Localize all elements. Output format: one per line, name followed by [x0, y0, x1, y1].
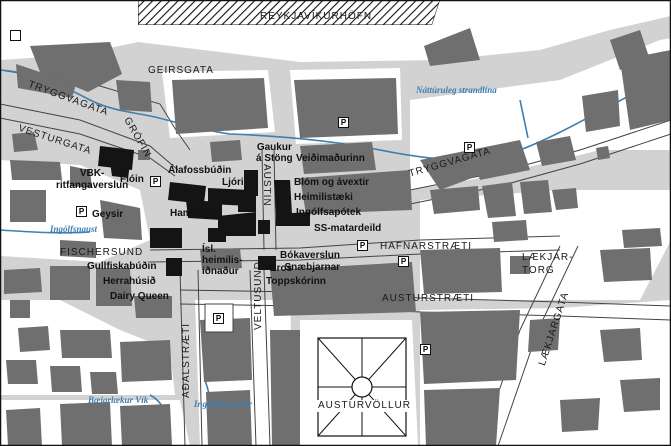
shop-isl-heimilis: Ísl. heimilis- iðnaður: [202, 244, 243, 277]
shop-blom: Blóm og ávextir: [294, 177, 370, 188]
shop-dairy: Dairy Queen: [110, 291, 169, 302]
street-austin: AUSTIN: [261, 164, 272, 207]
parking-marker: P: [213, 313, 224, 324]
street-harbour: REYKJAVÍKURHÖFN: [260, 11, 373, 22]
parking-marker: P: [338, 117, 349, 128]
shop-geysir: Geysir: [92, 209, 124, 220]
street-austurstraeti: AUSTURSTRÆTI: [382, 293, 474, 304]
street-hafnarstraeti: HAFNARSTRÆTI: [380, 241, 472, 252]
shop-ss: SS-matardeild: [314, 223, 382, 234]
shop-toppskorinn: Toppskórinn: [266, 276, 326, 287]
shop-gaukur: Gaukur á Stöng: [256, 142, 293, 164]
austurvollur-square: [317, 337, 407, 437]
shop-vbk: VBK- ritfangaverslun: [56, 168, 129, 191]
shop-bokaverslun: Bókaverslun Snæbjarnar: [280, 250, 341, 273]
shop-veidimadurinn: Veiðimaðurinn: [296, 153, 365, 164]
buildings: [4, 28, 671, 446]
parking-marker: P: [464, 142, 475, 153]
shop-buildings: [98, 146, 310, 276]
shop-hamborg: Hamborg: [170, 208, 214, 219]
street-veltusund: VELTUSUND: [253, 261, 264, 330]
parking-marker: P: [357, 240, 368, 251]
harbour-quay: [138, 0, 671, 62]
shoreline-label: Náttúruleg strandlína: [416, 85, 497, 95]
parking-marker: P: [150, 176, 161, 187]
shop-ingolfsapotek: Ingólfsapótek: [296, 207, 362, 218]
shop-gullfisk: Gullfiskabúðin: [87, 261, 157, 272]
parking-marker: P: [76, 206, 87, 217]
parking-marker: P: [420, 344, 431, 355]
shop-ljori: Ljóri: [222, 177, 244, 188]
shop-heimilistaeki: Heimilistæki: [294, 192, 353, 203]
ingolfsnaust-label: Ingólfsnaust: [50, 224, 98, 234]
street-austurvollur: AUSTURVÖLLUR: [316, 400, 413, 412]
street-adalstraeti: AÐALSTRÆTI: [181, 322, 192, 398]
shop-eros: Eros: [270, 263, 293, 274]
parking-marker: P: [398, 256, 409, 267]
shop-herrahusid: Herrahúsið: [103, 276, 156, 287]
vik-label: Bæjarlækur Vík: [88, 395, 149, 405]
street-lakjartorg: LÆKJAR- TORG: [522, 252, 574, 276]
ingolfsbrunnur-label: Ingólfsbrunnur: [194, 399, 253, 409]
street-fischersund: FISCHERSUND: [60, 247, 144, 258]
shop-floin: Flóin: [120, 174, 144, 185]
street-geirsgata: GEIRSGATA: [148, 65, 214, 76]
corner-marker: [10, 30, 21, 41]
shop-alafoss: Álafossbúðin: [168, 165, 232, 176]
